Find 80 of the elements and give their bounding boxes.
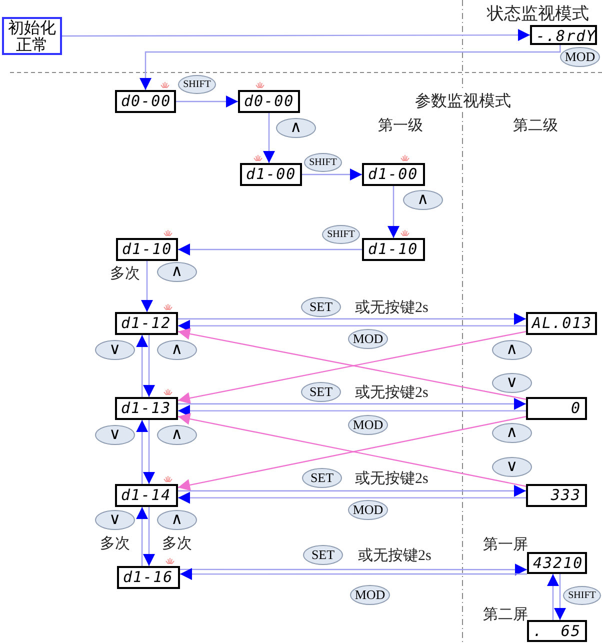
hint-text: 或无按键2s (355, 298, 428, 317)
segment-display: d1-00 (362, 163, 425, 186)
up-key-button: ∧ (403, 190, 443, 210)
down-key-button: ∨ (95, 425, 135, 445)
up-key-button: ∧ (157, 262, 197, 282)
segment-display: . 65 (527, 620, 587, 642)
arrow (180, 564, 527, 576)
status-box: 初始化正常 (2, 17, 62, 55)
arrow (136, 507, 148, 566)
down-key-button: ∨ (95, 340, 135, 360)
down-key-button: ∨ (492, 373, 532, 393)
arrow (178, 404, 526, 417)
mode-heading: 参数监视模式 (415, 92, 511, 112)
segment-display: d1-00 (240, 163, 302, 186)
mod-key-button: MOD (348, 500, 388, 520)
segment-display: d1-14 (115, 484, 178, 507)
arrow (176, 96, 238, 108)
mod-key-button: MOD (348, 415, 388, 435)
down-key-button: ∨ (95, 510, 135, 530)
arrow (178, 312, 526, 325)
hint-text: 或无按键2s (358, 546, 432, 565)
screen-label: 第二屏 (483, 606, 528, 624)
level-heading: 第二级 (513, 117, 558, 135)
segment-display: -.8rdY (530, 25, 597, 45)
up-key-button: ∧ (157, 510, 197, 530)
segment-display: d1-16 (117, 566, 180, 589)
segment-display: 333 (526, 484, 587, 507)
arrow (180, 568, 527, 580)
segment-display: d1-10 (362, 238, 425, 261)
set-key-button: SET (303, 545, 343, 565)
shift-key-button: SHIFT (304, 152, 342, 172)
arrow (178, 484, 526, 497)
arrow (302, 168, 362, 180)
shift-key-button: SHIFT (563, 586, 601, 604)
note-text: 多次 (162, 534, 192, 553)
segment-display: d1-10 (116, 238, 178, 261)
segment-display: d0-00 (115, 90, 176, 113)
screen-label: 第一屏 (483, 536, 528, 554)
hint-text: 或无按键2s (355, 384, 428, 402)
up-key-button: ∧ (157, 425, 197, 445)
up-key-button: ∧ (492, 340, 532, 360)
arrow (143, 507, 155, 566)
up-key-button: ∧ (157, 340, 197, 360)
mod-key-button: MOD (350, 585, 390, 605)
arrow (178, 244, 362, 256)
shift-key-button: SHIFT (322, 224, 360, 244)
shift-key-button: SHIFT (178, 74, 216, 94)
arrow (546, 574, 559, 620)
set-key-button: SET (301, 297, 341, 317)
mode-heading: 状态监视模式 (487, 3, 589, 25)
arrow (62, 29, 530, 42)
set-key-button: SET (301, 382, 341, 402)
arrow (143, 335, 156, 397)
note-text: 多次 (100, 534, 130, 553)
arrow (178, 492, 526, 504)
segment-display: 43210 (527, 552, 587, 574)
segment-display: d1-13 (115, 397, 178, 420)
arrow (178, 320, 526, 332)
segment-display: 0 (526, 397, 587, 420)
mod-key-button: MOD (348, 329, 388, 349)
segment-display: AL.013 (526, 312, 597, 335)
arrow (141, 261, 153, 312)
arrow (263, 113, 275, 163)
mod-key-button: MOD (560, 47, 600, 67)
down-key-button: ∨ (492, 457, 532, 477)
set-key-button: SET (302, 468, 342, 488)
segment-display: d0-00 (238, 90, 300, 113)
arrow (136, 335, 148, 397)
up-key-button: ∧ (276, 118, 316, 138)
note-text: 多次 (110, 264, 140, 283)
arrow (388, 186, 400, 238)
segment-display: d1-12 (115, 312, 178, 335)
up-key-button: ∧ (492, 423, 532, 443)
arrow (143, 420, 156, 484)
arrow (178, 398, 526, 410)
hint-text: 或无按键2s (355, 470, 428, 488)
arrow (140, 45, 561, 90)
level-heading: 第一级 (378, 117, 423, 135)
arrow (136, 420, 148, 484)
arrow (554, 574, 566, 620)
